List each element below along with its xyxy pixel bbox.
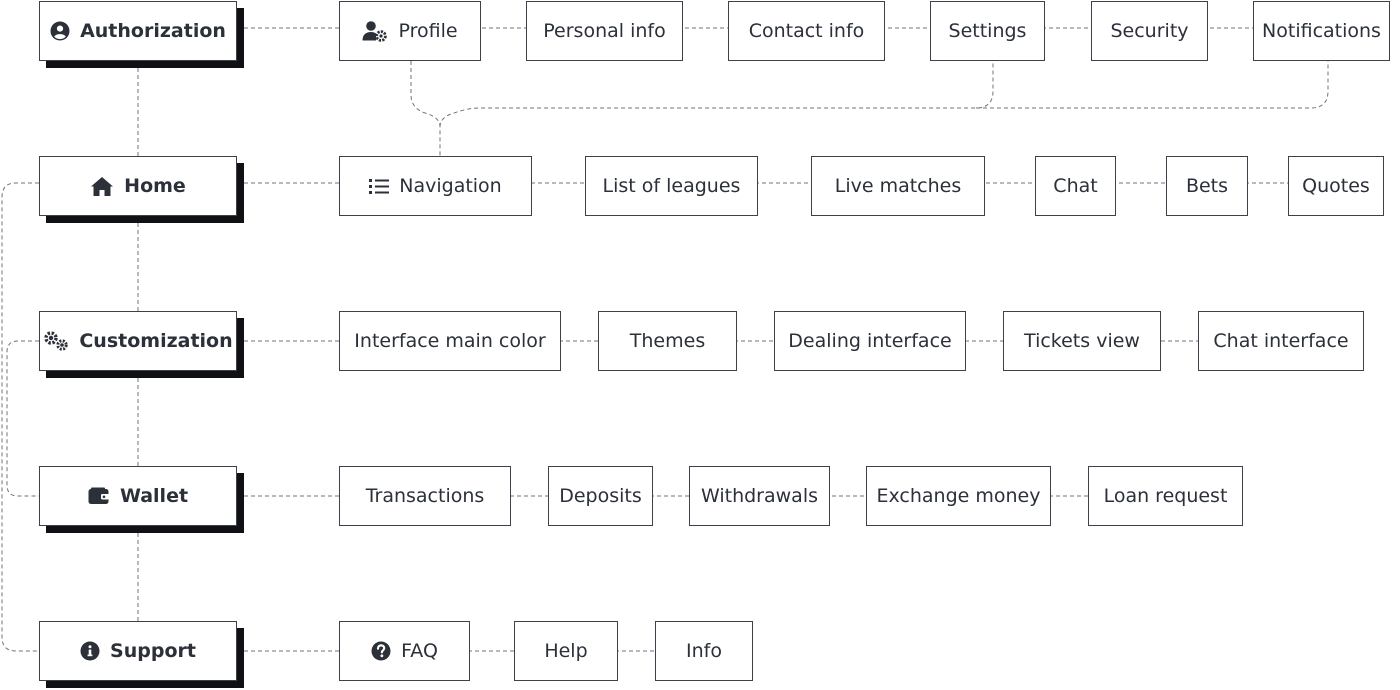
sub-node-themes[interactable]: Themes bbox=[598, 311, 737, 371]
sub-node-navigation[interactable]: Navigation bbox=[339, 156, 532, 216]
sub-node-transactions[interactable]: Transactions bbox=[339, 466, 511, 526]
main-node-wallet[interactable]: Wallet bbox=[39, 466, 237, 526]
sub-node-label: Bets bbox=[1185, 174, 1229, 197]
sub-node-exchange-money[interactable]: Exchange money bbox=[866, 466, 1051, 526]
sub-node-notifications[interactable]: Notifications bbox=[1253, 1, 1390, 61]
main-node-label: Support bbox=[110, 639, 196, 662]
wallet-icon bbox=[88, 487, 110, 505]
main-node-authorization[interactable]: Authorization bbox=[39, 1, 237, 61]
main-node-label: Authorization bbox=[80, 19, 226, 42]
sub-node-label: Deposits bbox=[559, 484, 642, 507]
sub-node-label: Notifications bbox=[1262, 19, 1381, 42]
sub-node-label: Live matches bbox=[834, 174, 962, 197]
sub-node-bets[interactable]: Bets bbox=[1166, 156, 1248, 216]
sub-node-security[interactable]: Security bbox=[1091, 1, 1208, 61]
sub-node-label: Navigation bbox=[399, 174, 502, 197]
sub-node-personal-info[interactable]: Personal info bbox=[526, 1, 683, 61]
main-node-home[interactable]: Home bbox=[39, 156, 237, 216]
sub-node-label: Security bbox=[1110, 19, 1189, 42]
sub-node-label: Transactions bbox=[365, 484, 485, 507]
sub-node-list-of-leagues[interactable]: List of leagues bbox=[585, 156, 758, 216]
sub-node-deposits[interactable]: Deposits bbox=[548, 466, 653, 526]
user-circle-icon bbox=[50, 21, 70, 41]
sub-node-label: Chat interface bbox=[1213, 329, 1349, 352]
sub-node-live-matches[interactable]: Live matches bbox=[811, 156, 985, 216]
sub-node-label: Dealing interface bbox=[788, 329, 952, 352]
main-node-label: Home bbox=[124, 174, 186, 197]
sub-node-profile[interactable]: Profile bbox=[339, 1, 481, 61]
user-gear-icon bbox=[362, 20, 388, 42]
sub-node-chat[interactable]: Chat bbox=[1035, 156, 1116, 216]
question-circle-icon bbox=[371, 641, 391, 661]
sub-node-label: Personal info bbox=[543, 19, 666, 42]
main-node-label: Customization bbox=[79, 329, 233, 352]
sub-node-chat-interface[interactable]: Chat interface bbox=[1198, 311, 1364, 371]
sub-node-settings[interactable]: Settings bbox=[930, 1, 1045, 61]
sub-node-interface-main-color[interactable]: Interface main color bbox=[339, 311, 561, 371]
sub-node-faq[interactable]: FAQ bbox=[339, 621, 470, 681]
sub-node-loan-request[interactable]: Loan request bbox=[1088, 466, 1243, 526]
sub-node-label: List of leagues bbox=[602, 174, 741, 197]
sub-node-quotes[interactable]: Quotes bbox=[1288, 156, 1384, 216]
gears-icon bbox=[43, 330, 69, 352]
sub-node-label: Contact info bbox=[748, 19, 865, 42]
home-icon bbox=[90, 176, 114, 197]
list-icon bbox=[369, 178, 390, 195]
sub-node-withdrawals[interactable]: Withdrawals bbox=[689, 466, 830, 526]
info-circle-icon bbox=[80, 641, 100, 661]
sub-node-label: Settings bbox=[948, 19, 1027, 42]
sub-node-label: Info bbox=[686, 639, 722, 662]
sub-node-label: Quotes bbox=[1302, 174, 1370, 197]
sub-node-label: Profile bbox=[398, 19, 458, 42]
sub-node-help[interactable]: Help bbox=[514, 621, 618, 681]
main-node-label: Wallet bbox=[119, 484, 189, 507]
sub-node-tickets-view[interactable]: Tickets view bbox=[1003, 311, 1161, 371]
main-node-support[interactable]: Support bbox=[39, 621, 237, 681]
sub-node-label: Withdrawals bbox=[700, 484, 818, 507]
sub-node-label: Loan request bbox=[1103, 484, 1228, 507]
sub-node-contact-info[interactable]: Contact info bbox=[728, 1, 885, 61]
sub-node-label: FAQ bbox=[401, 639, 438, 662]
sub-node-label: Exchange money bbox=[876, 484, 1041, 507]
sub-node-label: Themes bbox=[629, 329, 706, 352]
sub-node-label: Chat bbox=[1053, 174, 1098, 197]
sub-node-label: Interface main color bbox=[354, 329, 546, 352]
sub-node-label: Help bbox=[544, 639, 588, 662]
main-node-customization[interactable]: Customization bbox=[39, 311, 237, 371]
sub-node-dealing-interface[interactable]: Dealing interface bbox=[774, 311, 966, 371]
sub-node-label: Tickets view bbox=[1024, 329, 1140, 352]
sub-node-info[interactable]: Info bbox=[655, 621, 753, 681]
